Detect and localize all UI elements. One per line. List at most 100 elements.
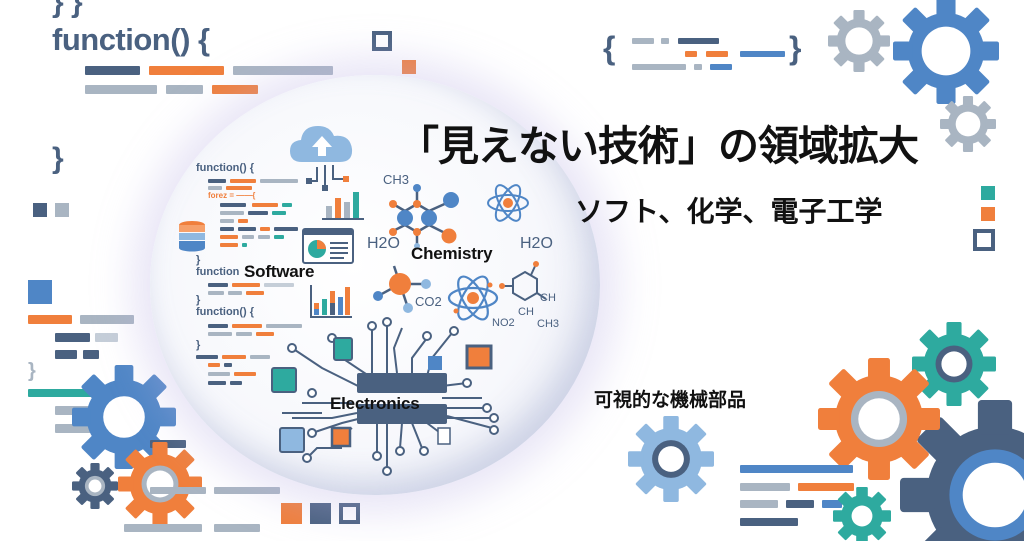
gear-icon bbox=[72, 463, 118, 509]
mini-code-loop: forez = ——{ bbox=[208, 191, 256, 200]
navy-square bbox=[33, 203, 47, 217]
code-line bbox=[282, 203, 292, 207]
code-line bbox=[238, 219, 248, 223]
code-line bbox=[150, 487, 206, 494]
code-line bbox=[256, 332, 274, 336]
code-line bbox=[222, 355, 246, 359]
formula-ch: CH bbox=[540, 292, 556, 304]
code-brace-close: } bbox=[789, 30, 802, 66]
code-line bbox=[208, 283, 228, 287]
code-line bbox=[230, 179, 256, 183]
code-line bbox=[632, 38, 654, 44]
code-line bbox=[798, 483, 854, 491]
chemistry-label: Chemistry bbox=[411, 244, 493, 263]
code-line bbox=[208, 372, 230, 376]
code-line bbox=[694, 64, 702, 70]
code-line bbox=[260, 179, 298, 183]
code-line bbox=[214, 524, 260, 532]
code-line bbox=[95, 333, 118, 342]
code-line bbox=[274, 227, 298, 231]
headline-title: 「見えない技術」の領域拡大 bbox=[398, 122, 919, 170]
software-label: Software bbox=[244, 262, 315, 281]
code-line bbox=[740, 500, 778, 508]
code-line bbox=[212, 85, 258, 94]
code-line bbox=[85, 85, 157, 94]
atom-icon bbox=[447, 275, 499, 321]
code-line bbox=[242, 235, 254, 239]
atom-icon bbox=[487, 184, 529, 222]
formula-ch3: CH3 bbox=[537, 318, 560, 330]
navy-square bbox=[310, 503, 331, 524]
formula-ch3: CH3 bbox=[383, 172, 410, 187]
code-line bbox=[822, 500, 842, 508]
code-line bbox=[150, 440, 186, 448]
code-line bbox=[661, 38, 669, 44]
code-closing-brace: } bbox=[52, 142, 64, 175]
formula-ch: CH bbox=[518, 306, 534, 318]
code-line bbox=[242, 243, 247, 247]
electronics-label: Electronics bbox=[330, 394, 420, 413]
code-line bbox=[678, 38, 719, 44]
code-line bbox=[124, 524, 202, 532]
outline-square bbox=[973, 229, 995, 251]
molecule-icon bbox=[373, 265, 431, 313]
gear-icon bbox=[900, 400, 1024, 541]
code-line bbox=[234, 372, 256, 376]
code-line bbox=[232, 324, 262, 328]
blue-square bbox=[28, 280, 52, 304]
orange-square bbox=[981, 207, 995, 221]
code-line bbox=[220, 235, 238, 239]
mini-code-function: function() { bbox=[196, 306, 255, 318]
code-line bbox=[236, 332, 252, 336]
code-line bbox=[55, 424, 117, 433]
mini-code-function: function bbox=[196, 266, 240, 278]
database-icon bbox=[179, 221, 205, 252]
code-line bbox=[740, 518, 798, 526]
code-line bbox=[28, 315, 72, 324]
code-line bbox=[274, 235, 284, 239]
gear-icon bbox=[828, 10, 890, 72]
circuit-board-icon bbox=[271, 317, 499, 476]
cloud-connectors-icon bbox=[306, 165, 349, 191]
code-line bbox=[632, 64, 686, 70]
code-line bbox=[220, 219, 234, 223]
code-line-teal bbox=[28, 389, 113, 397]
mini-code-brace: } bbox=[196, 294, 201, 306]
code-line bbox=[740, 483, 790, 491]
code-line bbox=[710, 64, 732, 70]
code-line bbox=[208, 381, 226, 385]
bar-chart-icon bbox=[310, 285, 352, 318]
code-line bbox=[228, 291, 242, 295]
orange-square bbox=[402, 60, 416, 74]
code-line bbox=[208, 186, 222, 190]
code-line bbox=[214, 487, 280, 494]
code-function-heading: function() { bbox=[52, 22, 210, 57]
code-line bbox=[208, 363, 220, 367]
gear-icon bbox=[118, 442, 202, 526]
code-brace-left: } bbox=[28, 360, 36, 382]
code-line bbox=[786, 500, 814, 508]
code-line bbox=[706, 51, 728, 57]
code-line bbox=[232, 283, 260, 287]
gear-icon bbox=[72, 365, 176, 469]
outline-square bbox=[339, 503, 360, 524]
code-line bbox=[220, 211, 244, 215]
code-line bbox=[208, 179, 226, 183]
code-line bbox=[226, 186, 252, 190]
code-line bbox=[220, 203, 246, 207]
orange-square bbox=[281, 503, 302, 524]
code-line bbox=[208, 324, 228, 328]
code-line bbox=[83, 350, 99, 359]
gear-icon bbox=[833, 487, 891, 541]
code-brace-open: { bbox=[603, 30, 616, 66]
code-line bbox=[55, 333, 90, 342]
code-line bbox=[224, 363, 232, 367]
molecule-icon bbox=[389, 184, 459, 249]
mini-code-brace: } bbox=[196, 254, 201, 266]
code-line bbox=[258, 235, 270, 239]
code-line bbox=[238, 227, 256, 231]
code-line bbox=[166, 85, 203, 94]
formula-h2o: H2O bbox=[367, 235, 400, 252]
cloud-upload-icon bbox=[290, 126, 353, 162]
code-line bbox=[266, 324, 302, 328]
